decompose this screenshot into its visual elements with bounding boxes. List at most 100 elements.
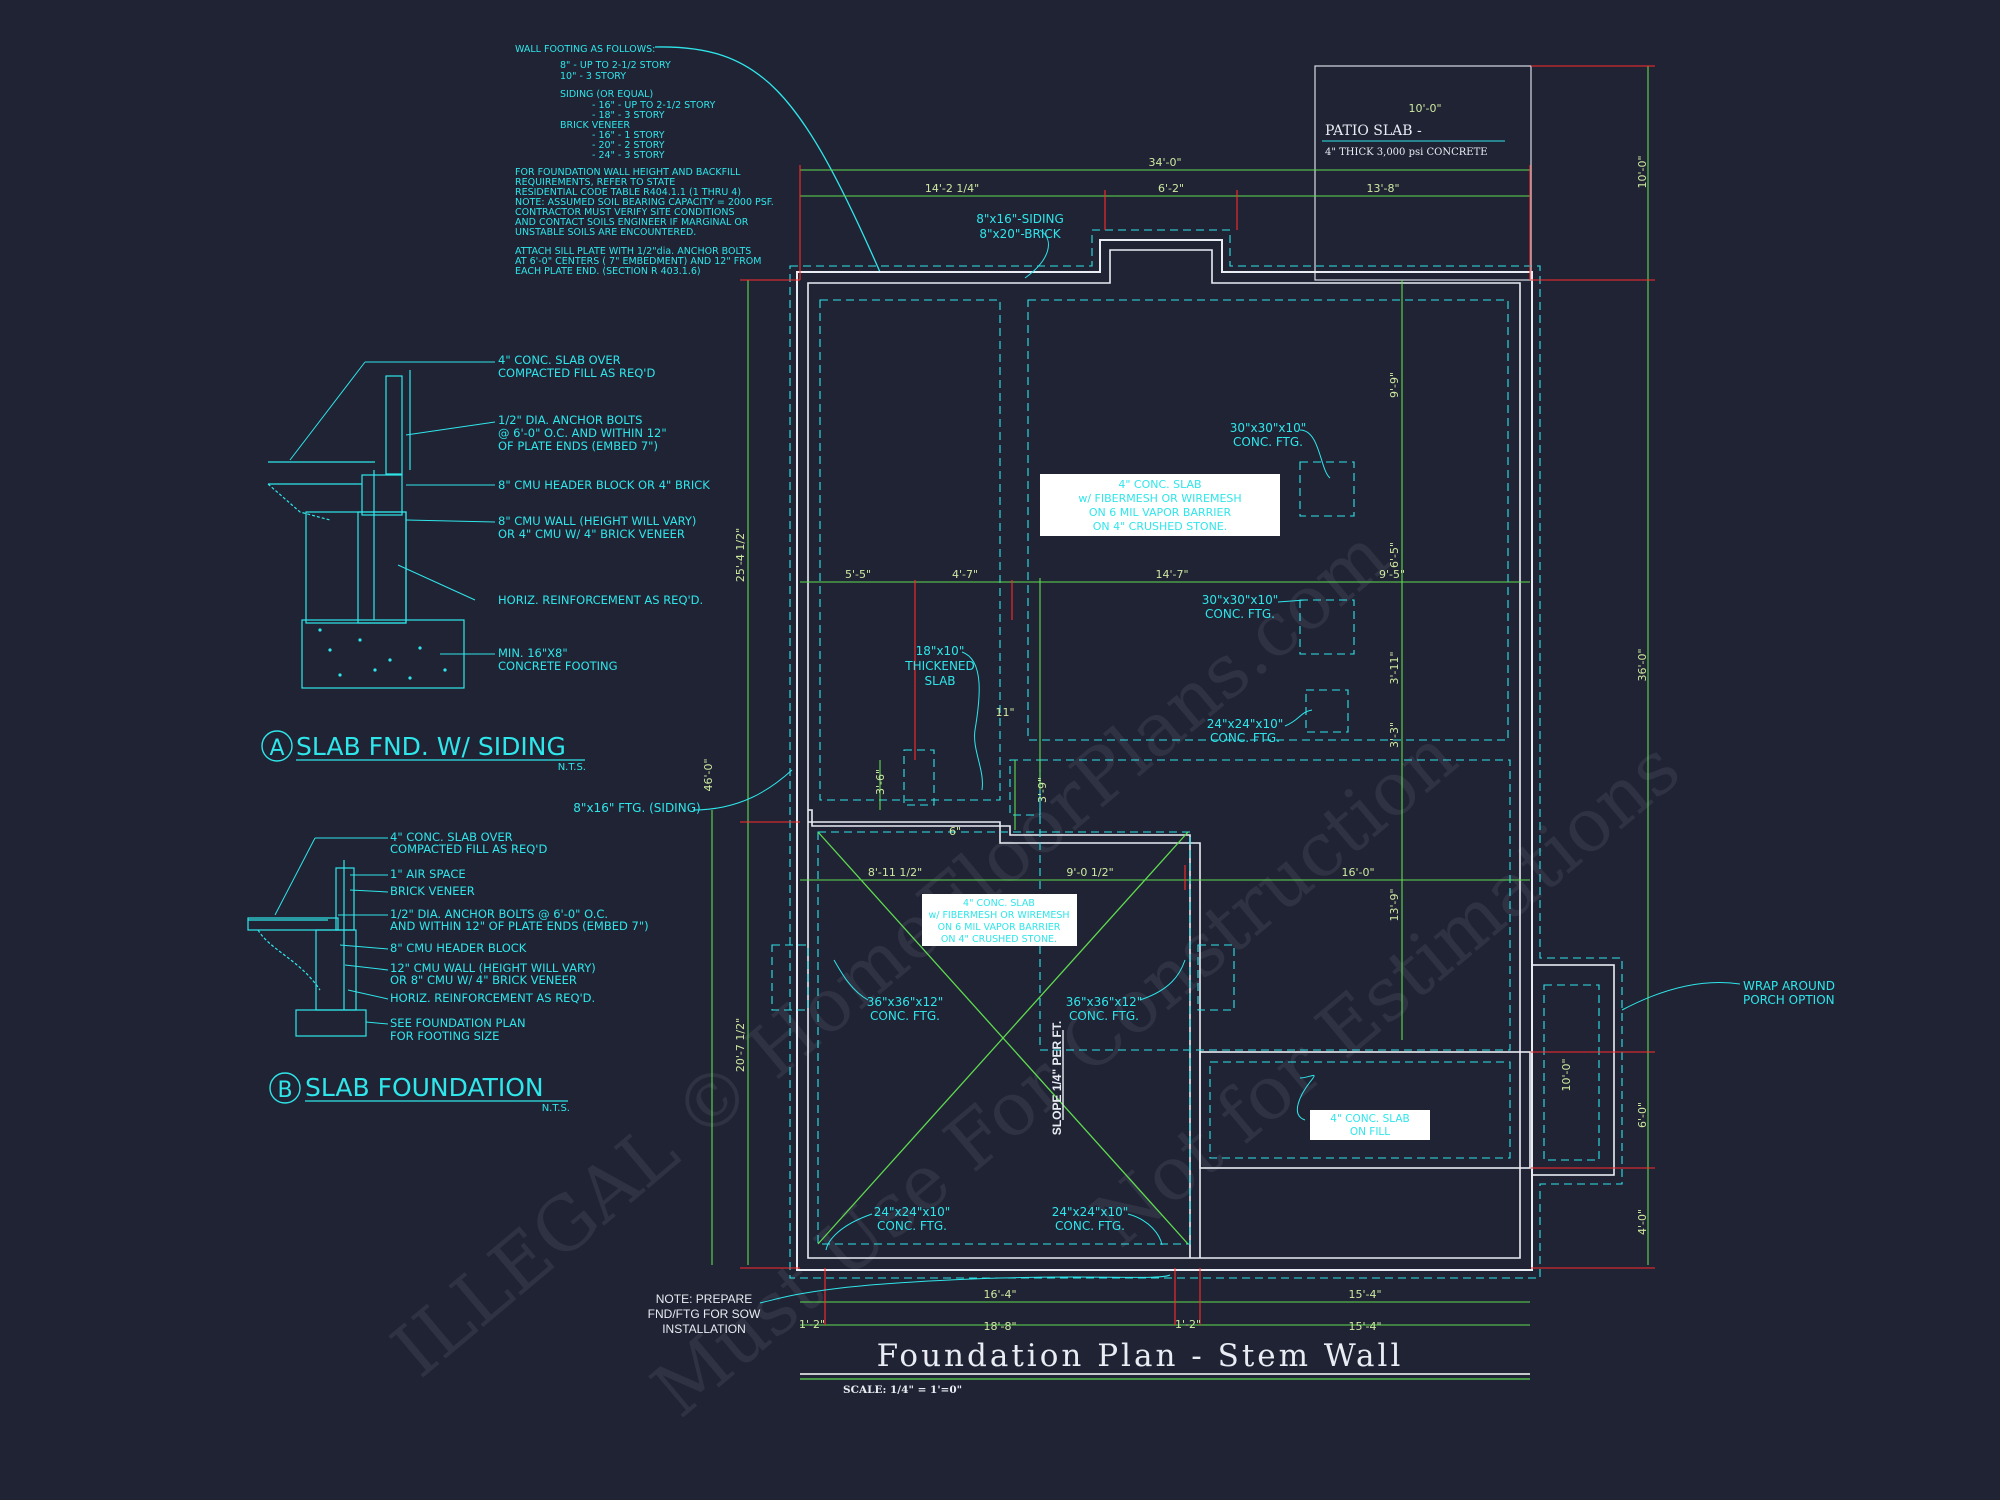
ftg-24-bl-label: 24"x24"x10" xyxy=(874,1205,951,1219)
detail-b-note: 4" CONC. SLAB OVER xyxy=(390,830,513,844)
dim-garage-c: 16'-0" xyxy=(1341,866,1374,879)
dim-bot-a: 16'-4" xyxy=(983,1288,1016,1301)
dim-mid-c: 14'-7" xyxy=(1155,568,1188,581)
dim-garage-b: 9'-0 1/2" xyxy=(1066,866,1113,879)
detail-b-note: SEE FOUNDATION PLAN xyxy=(390,1016,526,1030)
note-para: FOR FOUNDATION WALL HEIGHT AND BACKFILL xyxy=(515,167,741,178)
dim-right-c: 4'-0" xyxy=(1636,1209,1649,1235)
drawing-scale: SCALE: 1/4" = 1'=0" xyxy=(843,1384,962,1396)
dim-right-a: 10'-0" xyxy=(1636,155,1649,188)
note-para: EACH PLATE END. (SECTION R 403.1.6) xyxy=(515,266,701,277)
dim-bot-e: 1'-2" xyxy=(799,1318,825,1331)
dim-mid-a: 5'-5" xyxy=(845,568,871,581)
callouts: 8"x16"-SIDING 8"x20"-BRICK 30"x30"x10" C… xyxy=(573,212,1835,1336)
note-para: ATTACH SILL PLATE WITH 1/2"dia. ANCHOR B… xyxy=(515,246,751,257)
note-line: - 16" - 1 STORY xyxy=(592,130,665,141)
dim-in-e: 13'-9" xyxy=(1388,888,1401,921)
dim-porch-h: 10'-0" xyxy=(1560,1058,1573,1091)
dimension-text: 34'-0" 14'-2 1/4" 6'-2" 13'-8" 5'-5" 4'-… xyxy=(702,155,1649,1333)
detail-a-note: 8" CMU HEADER BLOCK OR 4" BRICK xyxy=(498,478,710,492)
detail-a-note: 8" CMU WALL (HEIGHT WILL VARY) xyxy=(498,514,696,528)
exterior-wall-inner xyxy=(807,249,1521,1259)
patio-title: PATIO SLAB - xyxy=(1325,123,1422,139)
thickened-label: 18"x10" xyxy=(916,644,965,658)
detail-a-note: OR 4" CMU W/ 4" BRICK VENEER xyxy=(498,527,685,541)
detail-a-note: OF PLATE ENDS (EMBED 7") xyxy=(498,439,658,453)
note-para: UNSTABLE SOILS ARE ENCOUNTERED. xyxy=(515,227,696,238)
slab-note-line: ON 4" CRUSHED STONE. xyxy=(1093,520,1228,533)
dimension-extension-lines xyxy=(740,65,1655,1325)
detail-b-note: 8" CMU HEADER BLOCK xyxy=(390,941,527,955)
dim-in-f: 11" xyxy=(995,706,1014,719)
detail-a-tag-circle xyxy=(261,730,293,762)
prepare-note: INSTALLATION xyxy=(662,1322,746,1336)
thickened-label: THICKENED xyxy=(904,659,975,673)
note-line: - 20" - 2 STORY xyxy=(592,140,665,151)
detail-a-section: 4" CONC. SLAB OVER COMPACTED FILL AS REQ… xyxy=(261,353,710,773)
slab-note-porch: 4" CONC. SLAB ON FILL xyxy=(1296,1074,1430,1140)
garage-note-line: ON 4" CRUSHED STONE. xyxy=(941,934,1057,945)
slab-note-line: w/ FIBERMESH OR WIREMESH xyxy=(1078,492,1241,505)
ftg-24-top-label: CONC. FTG. xyxy=(1210,731,1280,745)
patio-spec: 4" THICK 3,000 psi CONCRETE xyxy=(1325,147,1488,158)
dim-in-c: 3'-11" xyxy=(1388,651,1401,684)
drawing-title: Foundation Plan - Stem Wall xyxy=(877,1338,1404,1374)
ftg-30-2-label: 30"x30"x10" xyxy=(1202,593,1279,607)
note-para: REQUIREMENTS, REFER TO STATE xyxy=(515,177,675,188)
detail-b-note: 12" CMU WALL (HEIGHT WILL VARY) xyxy=(390,961,596,975)
detail-a-note: MIN. 16"X8" xyxy=(498,646,568,660)
slope-label: SLOPE 1/4" PER FT. xyxy=(1050,1021,1064,1135)
prepare-note: FND/FTG FOR SOW xyxy=(648,1307,761,1321)
porch-note-line: ON FILL xyxy=(1350,1126,1390,1138)
exterior-wall xyxy=(796,239,1533,1271)
note-para: AT 6'-0" CENTERS ( 7" EMBEDMENT) AND 12"… xyxy=(515,256,762,267)
detail-b-note: HORIZ. REINFORCEMENT AS REQ'D. xyxy=(390,991,595,1005)
note-line: SIDING (OR EQUAL) xyxy=(560,89,653,100)
garage-note-line: 4" CONC. SLAB xyxy=(963,898,1035,909)
detail-b-nts: N.T.S. xyxy=(542,1103,570,1114)
ftg-24-top-label: 24"x24"x10" xyxy=(1207,717,1284,731)
dimension-lines xyxy=(711,66,1649,1326)
detail-b-tag-circle xyxy=(269,1072,301,1104)
detail-a-tag: A xyxy=(269,736,284,761)
detail-b-note: BRICK VENEER xyxy=(390,884,475,898)
dim-bot-d: 15'-4" xyxy=(1348,1320,1381,1333)
dim-top-b: 6'-2" xyxy=(1158,182,1184,195)
slab-note-main: 4" CONC. SLAB w/ FIBERMESH OR WIREMESH O… xyxy=(1040,474,1280,536)
ftg-24-bl-label: CONC. FTG. xyxy=(877,1219,947,1233)
detail-b-section: 4" CONC. SLAB OVER COMPACTED FILL AS REQ… xyxy=(247,830,649,1114)
garage-note-line: w/ FIBERMESH OR WIREMESH xyxy=(928,910,1069,921)
detail-b-note: COMPACTED FILL AS REQ'D xyxy=(390,842,547,856)
ftg-30-1-label: 30"x30"x10" xyxy=(1230,421,1307,435)
note-para: RESIDENTIAL CODE TABLE R404.1.1 (1 THRU … xyxy=(515,187,741,198)
slab-note-line: ON 6 MIL VAPOR BARRIER xyxy=(1089,506,1232,519)
detail-a-note: @ 6'-0" O.C. AND WITHIN 12" xyxy=(498,426,667,440)
dim-mid-d: 9'-5" xyxy=(1379,568,1405,581)
ftg-36-right-label: 36"x36"x12" xyxy=(1066,995,1143,1009)
porch-note-line: 4" CONC. SLAB xyxy=(1330,1113,1409,1125)
patio-slab-outline xyxy=(1314,65,1532,281)
dim-left-d: 3'-9" xyxy=(1036,777,1049,803)
dim-in-a: 9'-9" xyxy=(1388,372,1401,398)
detail-b-note: 1/2" DIA. ANCHOR BOLTS @ 6'-0" O.C. xyxy=(390,907,608,921)
detail-b-note: 1" AIR SPACE xyxy=(390,867,466,881)
note-line: - 24" - 3 STORY xyxy=(592,150,665,161)
ftg-30-2-label: CONC. FTG. xyxy=(1205,607,1275,621)
detail-b-tag: B xyxy=(277,1078,292,1103)
note-para: NOTE: ASSUMED SOIL BEARING CAPACITY = 20… xyxy=(515,197,774,208)
dim-in-b: 6'-5" xyxy=(1388,542,1401,568)
dim-patio-width: 10'-0" xyxy=(1408,102,1441,115)
garage-note-line: ON 6 MIL VAPOR BARRIER xyxy=(938,922,1061,933)
siding-ftg-label: 8"x16" FTG. (SIDING) xyxy=(573,801,700,815)
detail-a-nts: N.T.S. xyxy=(558,762,586,773)
ftg-36-right-label: CONC. FTG. xyxy=(1069,1009,1139,1023)
drawing-title-block: Foundation Plan - Stem Wall SCALE: 1/4" … xyxy=(800,1338,1530,1396)
detail-a-title: SLAB FND. W/ SIDING xyxy=(296,732,566,761)
general-notes: WALL FOOTING AS FOLLOWS: 8" - UP TO 2-1/… xyxy=(515,44,881,277)
wrap-porch-label: PORCH OPTION xyxy=(1743,993,1835,1007)
note-line: - 18" - 3 STORY xyxy=(592,110,665,121)
detail-a-note: COMPACTED FILL AS REQ'D xyxy=(498,366,655,380)
dim-top-c: 13'-8" xyxy=(1366,182,1399,195)
dim-left-c: 3'-6" xyxy=(874,769,887,795)
